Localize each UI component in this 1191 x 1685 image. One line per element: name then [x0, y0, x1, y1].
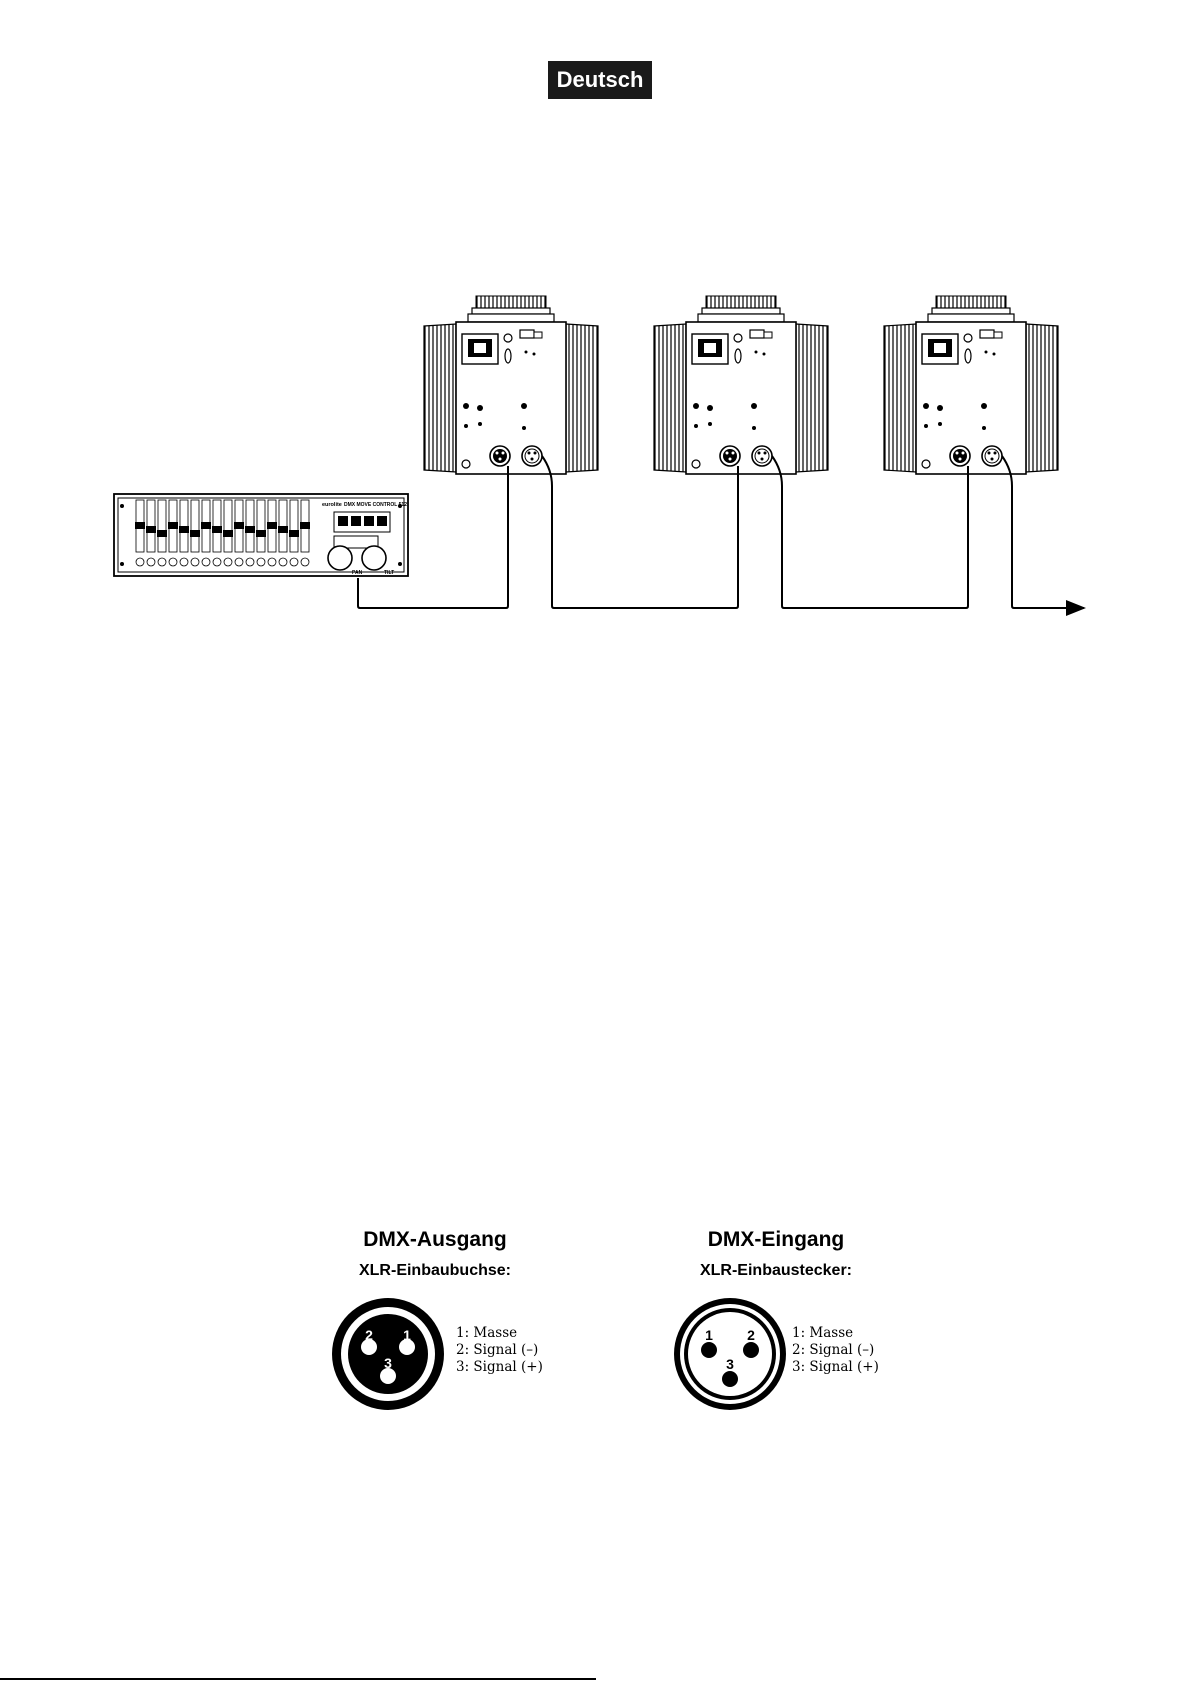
channel-button [180, 558, 188, 566]
channel-button [213, 558, 221, 566]
dmx-input-pin-legend: 1: Masse 2: Signal (–) 3: Signal (+) [792, 1325, 879, 1376]
moving-head-1 [424, 296, 598, 474]
fader-knob [201, 522, 211, 529]
footer-rule [0, 1678, 596, 1680]
fader-knob [300, 522, 310, 529]
output-pin-3: 3: Signal (+) [456, 1359, 543, 1376]
controller-model-label: DMX MOVE CONTROL 512 [344, 502, 407, 508]
input-pin-1-number: 1 [705, 1327, 713, 1343]
fader-knob [135, 522, 145, 529]
fader-knob [256, 530, 266, 537]
pan-knob [328, 546, 352, 570]
input-pin-1: 1: Masse [792, 1325, 879, 1342]
dmx-output-subtitle: XLR-Einbaubuchse: [305, 1262, 565, 1280]
fader-knob [234, 522, 244, 529]
moving-head-2 [654, 296, 828, 474]
channel-button [136, 558, 144, 566]
channel-button [235, 558, 243, 566]
tilt-label: TILT [384, 570, 394, 576]
dmx-cables [358, 456, 1084, 608]
fader-knob [190, 530, 200, 537]
dmx-output-title: DMX-Ausgang [305, 1228, 565, 1252]
output-pin-2: 2: Signal (–) [456, 1342, 543, 1359]
pan-label: PAN [352, 570, 363, 576]
fader-knob [179, 526, 189, 533]
channel-button [279, 558, 287, 566]
channel-button [147, 558, 155, 566]
dmx-wiring-diagram: eurolite DMX MOVE CONTROL 512 PAN TILT [0, 0, 1191, 660]
output-pin-1: 1: Masse [456, 1325, 543, 1342]
dmx-input-title: DMX-Eingang [646, 1228, 906, 1252]
cable-fixture-2-to-3 [772, 456, 968, 608]
channel-button [290, 558, 298, 566]
fader-slot [290, 500, 298, 552]
fader-slot [257, 500, 265, 552]
dmx-input-subtitle: XLR-Einbaustecker: [646, 1262, 906, 1280]
cable-fixture-1-to-2 [542, 456, 738, 608]
output-pin-3-number: 3 [384, 1355, 392, 1371]
dmx-output-pin-legend: 1: Masse 2: Signal (–) 3: Signal (+) [456, 1325, 543, 1376]
channel-button [224, 558, 232, 566]
fader-knob [157, 530, 167, 537]
channel-button [169, 558, 177, 566]
xlr-female-socket-diagram: 2 1 3 [330, 1296, 446, 1412]
input-pin-2-number: 2 [747, 1327, 755, 1343]
input-pin-3-number: 3 [726, 1356, 734, 1372]
fader-slot [191, 500, 199, 552]
fader-slot [158, 500, 166, 552]
fader-knob [146, 526, 156, 533]
output-pin-2-number: 2 [365, 1327, 373, 1343]
fader-knob [278, 526, 288, 533]
fader-knob [289, 530, 299, 537]
input-pin-3: 3: Signal (+) [792, 1359, 879, 1376]
xlr-male-plug-diagram: 1 2 3 [672, 1296, 788, 1412]
output-pin-1-number: 1 [403, 1327, 411, 1343]
channel-button [301, 558, 309, 566]
cable-fixture-3-to-next [1002, 456, 1084, 608]
fader-knob [168, 522, 178, 529]
channel-button [257, 558, 265, 566]
controller-brand-label: eurolite [322, 502, 342, 508]
channel-button [268, 558, 276, 566]
fader-knob [212, 526, 222, 533]
fader-knob [267, 522, 277, 529]
channel-button [191, 558, 199, 566]
fader-knob [245, 526, 255, 533]
fader-slot [224, 500, 232, 552]
channel-button [158, 558, 166, 566]
fader-knob [223, 530, 233, 537]
tilt-knob [362, 546, 386, 570]
input-pin-2: 2: Signal (–) [792, 1342, 879, 1359]
moving-head-3 [884, 296, 1058, 474]
dmx-controller: eurolite DMX MOVE CONTROL 512 PAN TILT [114, 494, 408, 576]
channel-button [246, 558, 254, 566]
channel-button [202, 558, 210, 566]
